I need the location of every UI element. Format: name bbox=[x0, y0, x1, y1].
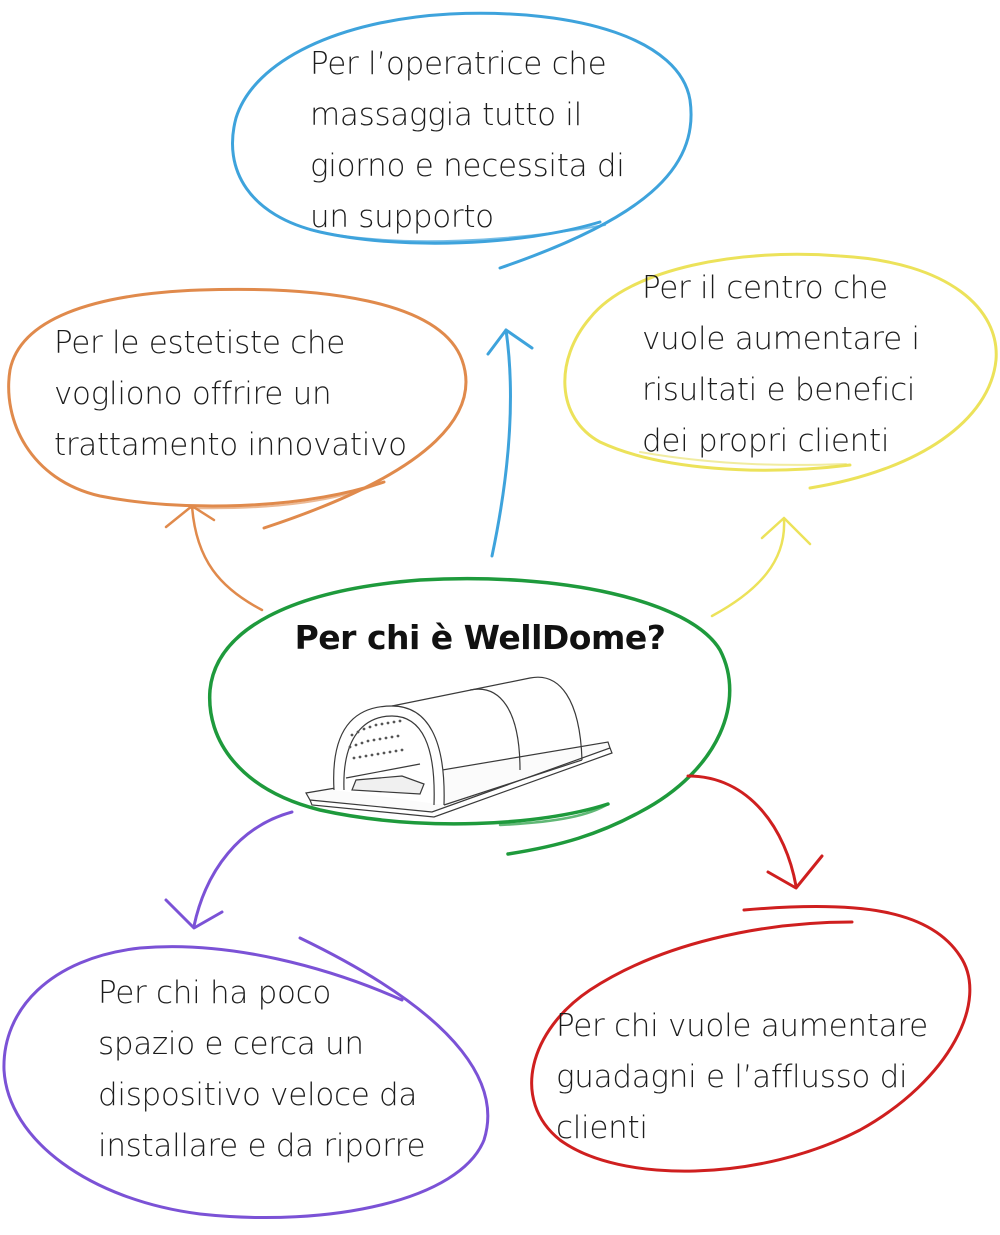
bubble-spazio bbox=[2, 936, 490, 1220]
center-title: Per chi è WellDome? bbox=[294, 618, 666, 657]
node-estetiste-text: Per le estetiste che vogliono offrire un… bbox=[54, 325, 407, 463]
node-operatrice-text: Per l’operatrice che massaggia tutto il … bbox=[310, 46, 625, 235]
bubble-guadagni bbox=[530, 905, 972, 1173]
arrow-to-spazio bbox=[164, 810, 294, 930]
center-bubble bbox=[207, 576, 732, 856]
bubble-estetiste bbox=[7, 287, 468, 530]
led-holes bbox=[348, 719, 404, 760]
node-centro-text: Per il centro che vuole aumentare i risu… bbox=[642, 270, 920, 459]
arrow-to-estetiste bbox=[164, 504, 264, 612]
arrow-to-operatrice bbox=[486, 328, 534, 558]
arrow-to-centro bbox=[710, 516, 812, 618]
node-spazio-text: Per chi ha poco spazio e cerca un dispos… bbox=[98, 975, 426, 1164]
welldome-device-icon bbox=[305, 676, 613, 818]
arrow-to-guadagni bbox=[686, 774, 824, 890]
bubble-operatrice bbox=[231, 11, 693, 270]
bubble-centro bbox=[563, 252, 998, 490]
node-guadagni-text: Per chi vuole aumentare guadagni e l’aff… bbox=[556, 1008, 928, 1146]
